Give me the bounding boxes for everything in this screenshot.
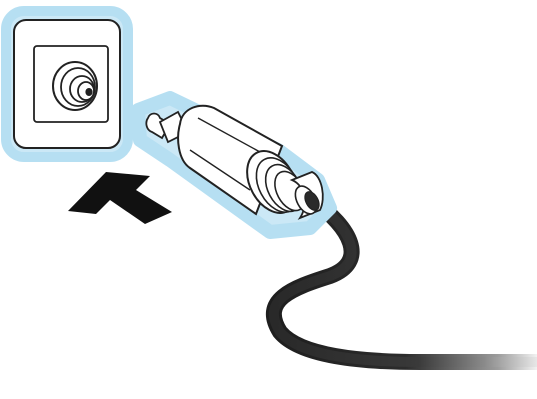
wall-socket-icon: [6, 11, 128, 157]
insert-arrow-icon: [68, 172, 172, 224]
